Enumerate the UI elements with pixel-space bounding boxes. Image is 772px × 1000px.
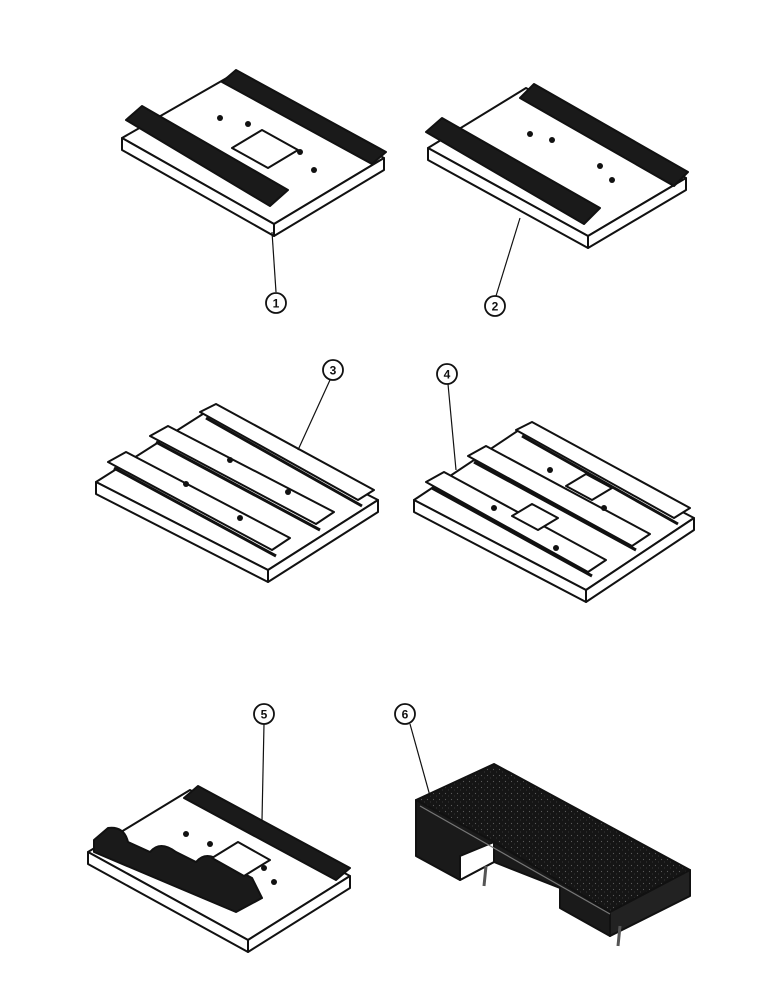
rubber-pad-6: [415, 763, 691, 947]
grouser-edge-shadow: [155, 440, 321, 532]
callout-2: 2: [484, 295, 506, 317]
grouser-bar-rear: [199, 403, 375, 501]
bolt-hole: [227, 457, 233, 463]
shoe-right-edge: [587, 177, 687, 249]
leader-line-2: [495, 217, 521, 297]
bolt-hole: [217, 115, 223, 121]
bolt-hole: [245, 121, 251, 127]
shoe-right-edge: [247, 875, 351, 953]
track-shoe-5: [87, 785, 351, 953]
bolt-hole: [285, 489, 291, 495]
grouser-edge-shadow: [205, 416, 363, 508]
shoe-right-edge: [273, 157, 385, 237]
grouser-bar-middle: [149, 425, 335, 525]
callout-1: 1: [265, 292, 287, 314]
bolt-hole: [601, 505, 607, 511]
bolt-hole: [549, 137, 555, 143]
bolt-hole: [547, 467, 553, 473]
bolt-hole: [271, 879, 277, 885]
bolt-hole: [553, 545, 559, 551]
callout-number: 2: [492, 300, 499, 314]
track-shoe-4: [413, 421, 695, 603]
bolt-hole: [609, 177, 615, 183]
grouser-edge-shadow: [431, 486, 593, 578]
mounting-bolt: [482, 865, 488, 887]
leader-line-1: [271, 231, 277, 293]
bolt-hole: [183, 831, 189, 837]
leader-line-6: [409, 723, 431, 797]
shoe-right-edge: [267, 499, 379, 583]
grouser-bar-front: [125, 105, 289, 207]
leader-line-4: [447, 383, 457, 471]
bolt-hole: [311, 167, 317, 173]
pad-right-face: [609, 869, 691, 937]
leader-line-5: [261, 723, 265, 821]
grouser-bar-front: [107, 451, 291, 551]
track-shoe-1: [121, 69, 387, 237]
bolt-hole: [597, 163, 603, 169]
bolt-hole: [297, 149, 303, 155]
pad-edge-highlight: [419, 805, 611, 915]
callout-5: 5: [253, 703, 275, 725]
bolt-hole: [207, 841, 213, 847]
bolt-hole: [237, 515, 243, 521]
callout-6: 6: [394, 703, 416, 725]
grouser-edge-shadow: [113, 466, 277, 558]
center-hole: [565, 473, 613, 501]
callout-number: 4: [444, 368, 451, 382]
bolt-hole: [527, 131, 533, 137]
grouser-bar-rear: [221, 69, 387, 165]
grouser-bar-rear: [183, 785, 351, 881]
grouser-bar-rear: [515, 421, 691, 519]
callout-number: 3: [330, 364, 337, 378]
grouser-edge-shadow: [521, 434, 679, 526]
center-hole: [511, 503, 559, 531]
callout-number: 1: [273, 297, 280, 311]
grouser-bar-front: [425, 117, 601, 225]
track-shoe-3: [95, 403, 379, 583]
grouser-bar-rear: [519, 83, 689, 187]
callout-number: 6: [402, 708, 409, 722]
track-shoe-2: [425, 83, 689, 249]
center-recess: [211, 841, 271, 877]
leader-line-3: [297, 379, 331, 451]
callout-number: 5: [261, 708, 268, 722]
grouser-edge-shadow: [473, 460, 637, 552]
callout-4: 4: [436, 363, 458, 385]
mounting-bolt: [616, 925, 622, 947]
bolt-hole: [491, 505, 497, 511]
grouser-bar-middle: [467, 445, 651, 547]
callout-3: 3: [322, 359, 344, 381]
shoe-right-edge: [585, 517, 695, 603]
bolt-hole: [183, 481, 189, 487]
grouser-bar-front: [425, 471, 607, 573]
bolt-hole: [261, 865, 267, 871]
